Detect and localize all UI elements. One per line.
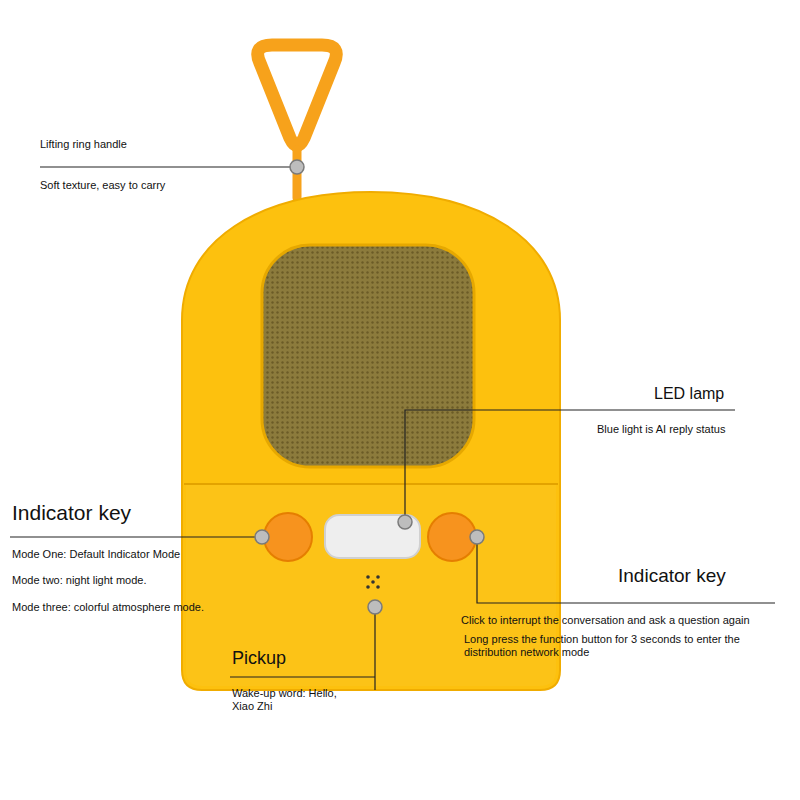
handle-ring [258,45,337,146]
leader-dots [255,160,484,614]
part-note: Click to interrupt the conversation and … [461,614,750,627]
pickup-holes [366,575,380,589]
part-note: Blue light is AI reply status [597,423,727,436]
part-note: Mode three: colorful atmosphere mode. [12,601,204,614]
part-note: Soft texture, easy to carry [40,179,165,192]
part-name: Indicator key [618,565,726,588]
led-lamp [325,515,420,558]
part-note: Long press the function button for 3 sec… [464,633,782,659]
part-note: Mode two: night light mode. [12,574,147,587]
part-note: Mode One: Default Indicator Mode [12,548,180,561]
part-name: Indicator key [12,500,131,525]
right-button [428,513,476,561]
part-name: Pickup [232,648,286,670]
part-name: LED lamp [654,384,724,403]
panel-seam [184,483,558,485]
part-name: Lifting ring handle [40,138,127,151]
speaker-grille [262,245,474,467]
left-button [264,513,312,561]
part-note: Wake-up word: Hello, Xiao Zhi [232,687,350,713]
leader-lines [10,167,775,690]
